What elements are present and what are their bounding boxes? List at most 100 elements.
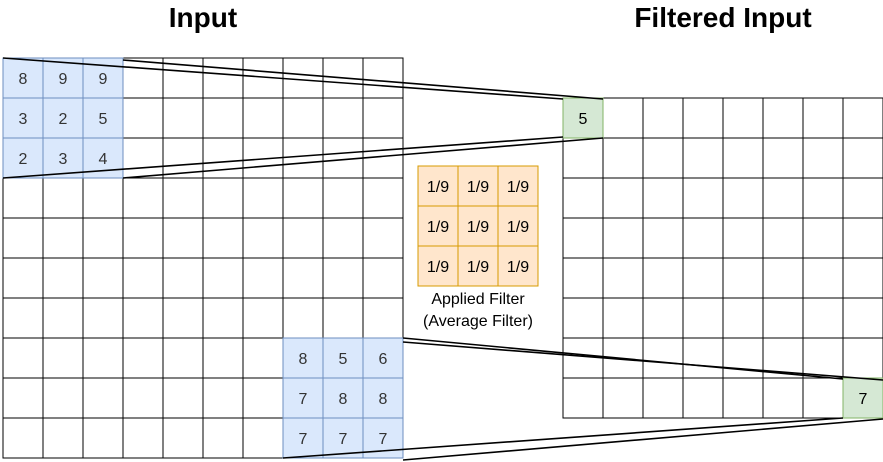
input-patch-bottom-value: 7	[379, 431, 388, 448]
input-patch-bottom-value: 8	[339, 391, 348, 408]
input-grid-cell	[122, 257, 164, 299]
output-grid-cell	[802, 97, 844, 139]
input-grid-cell	[42, 257, 84, 299]
output-cell-bottom-box	[842, 377, 883, 419]
filter-cell	[457, 205, 499, 247]
output-grid-cell	[602, 137, 644, 179]
input-grid-cell	[122, 217, 164, 259]
output-grid-cell	[562, 217, 604, 259]
input-title: Input	[169, 2, 237, 33]
input-patch-top-value: 2	[59, 111, 68, 128]
output-grid-cell	[722, 97, 764, 139]
input-grid-cell	[242, 417, 284, 459]
output-grid-cell	[602, 217, 644, 259]
input-patch-bottom-value: 6	[379, 351, 388, 368]
input-grid-cell	[202, 57, 244, 99]
input-patch-top-value: 5	[99, 111, 108, 128]
output-grid-cell	[642, 137, 684, 179]
projection-line	[402, 337, 844, 380]
input-grid-cell	[122, 417, 164, 459]
output-grid-cell	[562, 297, 604, 339]
filter-value: 1/9	[507, 219, 529, 236]
output-grid-cell	[722, 297, 764, 339]
projection-lines	[2, 57, 883, 461]
input-grid-cell	[282, 137, 324, 179]
input-grid-cell	[242, 337, 284, 379]
input-grid-cell	[242, 377, 284, 419]
input-patch-top-value: 9	[99, 71, 108, 88]
input-grid-cell	[82, 217, 124, 259]
filter-cell	[457, 245, 499, 287]
input-grid-cell	[162, 297, 204, 339]
projection-line	[122, 137, 604, 179]
input-grid-cell	[202, 177, 244, 219]
input-grid-cell	[122, 377, 164, 419]
output-grid-cell	[762, 257, 804, 299]
output-grid-cell	[682, 97, 724, 139]
projection-line	[2, 136, 564, 179]
filter-cell	[417, 165, 459, 207]
output-grid-cell	[642, 337, 684, 379]
output-grid-cell	[642, 217, 684, 259]
output-grid-cell	[682, 177, 724, 219]
input-grid-cell	[282, 297, 324, 339]
filtered-input-title: Filtered Input	[634, 2, 811, 33]
output-grid-cell	[762, 97, 804, 139]
input-grid-cell	[82, 337, 124, 379]
input-patch-top-value: 9	[59, 71, 68, 88]
output-grid-cell	[722, 377, 764, 419]
input-grid-cell	[362, 257, 404, 299]
input-patch-top-cell	[2, 137, 44, 179]
input-grid-cell	[242, 97, 284, 139]
filter-value: 1/9	[427, 179, 449, 196]
input-grid-cell	[202, 377, 244, 419]
filter-caption-line2: (Average Filter)	[423, 313, 533, 330]
output-grid-cell	[762, 377, 804, 419]
input-grid-cell	[322, 217, 364, 259]
output-grid-cell	[602, 297, 644, 339]
input-patch-top-value: 4	[99, 151, 108, 168]
output-grid-cell	[842, 97, 883, 139]
filter-value: 1/9	[507, 259, 529, 276]
input-grid-cell	[82, 177, 124, 219]
output-grid-cell	[722, 217, 764, 259]
input-patch-top-value: 8	[19, 71, 28, 88]
input-grid-cell	[362, 137, 404, 179]
input-grid-cell	[162, 417, 204, 459]
projection-line	[2, 57, 564, 100]
input-grid-cell	[162, 177, 204, 219]
input-grid-cell	[42, 297, 84, 339]
input-grid-cell	[122, 137, 164, 179]
output-grid-cell	[602, 177, 644, 219]
input-grid-cell	[282, 257, 324, 299]
output-cell-bottom: 7	[842, 377, 883, 419]
output-grid-cell	[722, 137, 764, 179]
input-patch-top-cell	[82, 97, 124, 139]
output-cell-bottom-value: 7	[859, 391, 868, 408]
input-patch-bottom-value: 8	[299, 351, 308, 368]
output-grid-cell	[562, 137, 604, 179]
input-patch-top-cell	[42, 137, 84, 179]
input-grid-cell	[122, 57, 164, 99]
input-grid-cell	[202, 297, 244, 339]
output-grid-cell	[642, 297, 684, 339]
input-grid-cell	[122, 337, 164, 379]
input-grid-cell	[82, 257, 124, 299]
input-grid-cell	[42, 177, 84, 219]
input-grid-cell	[242, 217, 284, 259]
projection-line	[122, 59, 604, 100]
input-grid-cell	[322, 257, 364, 299]
output-grid-cell	[762, 177, 804, 219]
input-grid-cell	[362, 177, 404, 219]
input-grid-cell	[322, 177, 364, 219]
input-patch-bottom-value: 7	[299, 431, 308, 448]
output-grid-cell	[802, 337, 844, 379]
filter-value: 1/9	[467, 259, 489, 276]
output-grid-cell	[682, 137, 724, 179]
output-grid-cell	[802, 177, 844, 219]
input-grid-cell	[282, 217, 324, 259]
output-grid-cell	[602, 97, 644, 139]
input-grid-cell	[242, 297, 284, 339]
input-grid-cell	[362, 97, 404, 139]
